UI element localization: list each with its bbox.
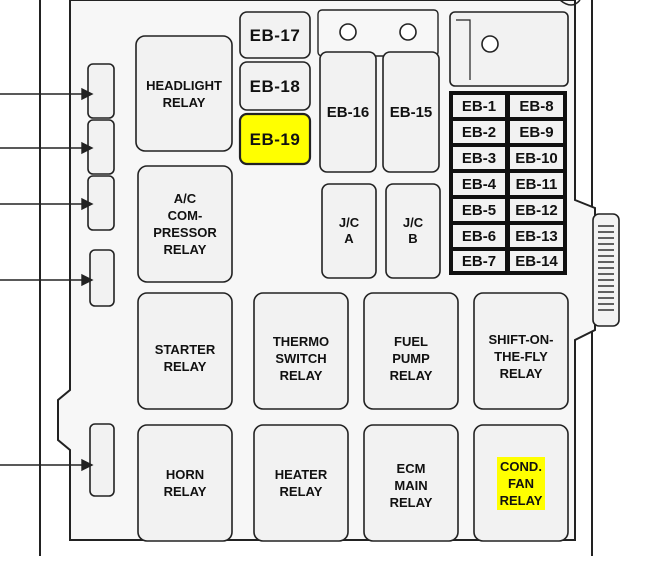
jc-b-box bbox=[385, 183, 441, 279]
thermo-switch-relay bbox=[253, 292, 349, 410]
fuse-block-bolt bbox=[481, 35, 499, 53]
heater-relay bbox=[253, 424, 349, 542]
side-latch bbox=[592, 213, 620, 327]
fuse-holder-top-strip bbox=[317, 9, 439, 57]
fuel-pump-relay bbox=[363, 292, 459, 410]
fuse-eb17-box bbox=[239, 11, 311, 59]
fuse-grid-cells bbox=[453, 95, 563, 271]
fuse-block-divider bbox=[456, 19, 471, 80]
shift-on-the-fly-relay bbox=[473, 292, 569, 410]
jc-a-box bbox=[321, 183, 377, 279]
latch-ribs bbox=[598, 225, 614, 311]
left-tab-3 bbox=[87, 175, 115, 231]
headlight-relay bbox=[135, 35, 233, 152]
ecm-main-relay bbox=[363, 424, 459, 542]
left-tab-4 bbox=[89, 249, 115, 307]
bolt-hole-right bbox=[399, 23, 417, 41]
left-tab-2 bbox=[87, 119, 115, 175]
left-tab-5 bbox=[89, 423, 115, 497]
starter-relay bbox=[137, 292, 233, 410]
fuse-eb16-box bbox=[319, 51, 377, 173]
left-tab-1 bbox=[87, 63, 115, 119]
horn-relay bbox=[137, 424, 233, 542]
ac-compressor-relay bbox=[137, 165, 233, 283]
fuse-eb19-box bbox=[238, 112, 312, 166]
top-right-corner-notch bbox=[559, 0, 581, 6]
fuse-block-cover bbox=[449, 11, 569, 87]
fuse-eb15-box bbox=[382, 51, 440, 173]
bolt-hole-left bbox=[339, 23, 357, 41]
cond-fan-relay bbox=[473, 424, 569, 542]
fuse-eb18-box bbox=[239, 61, 311, 111]
pointer-arrows bbox=[0, 87, 94, 472]
